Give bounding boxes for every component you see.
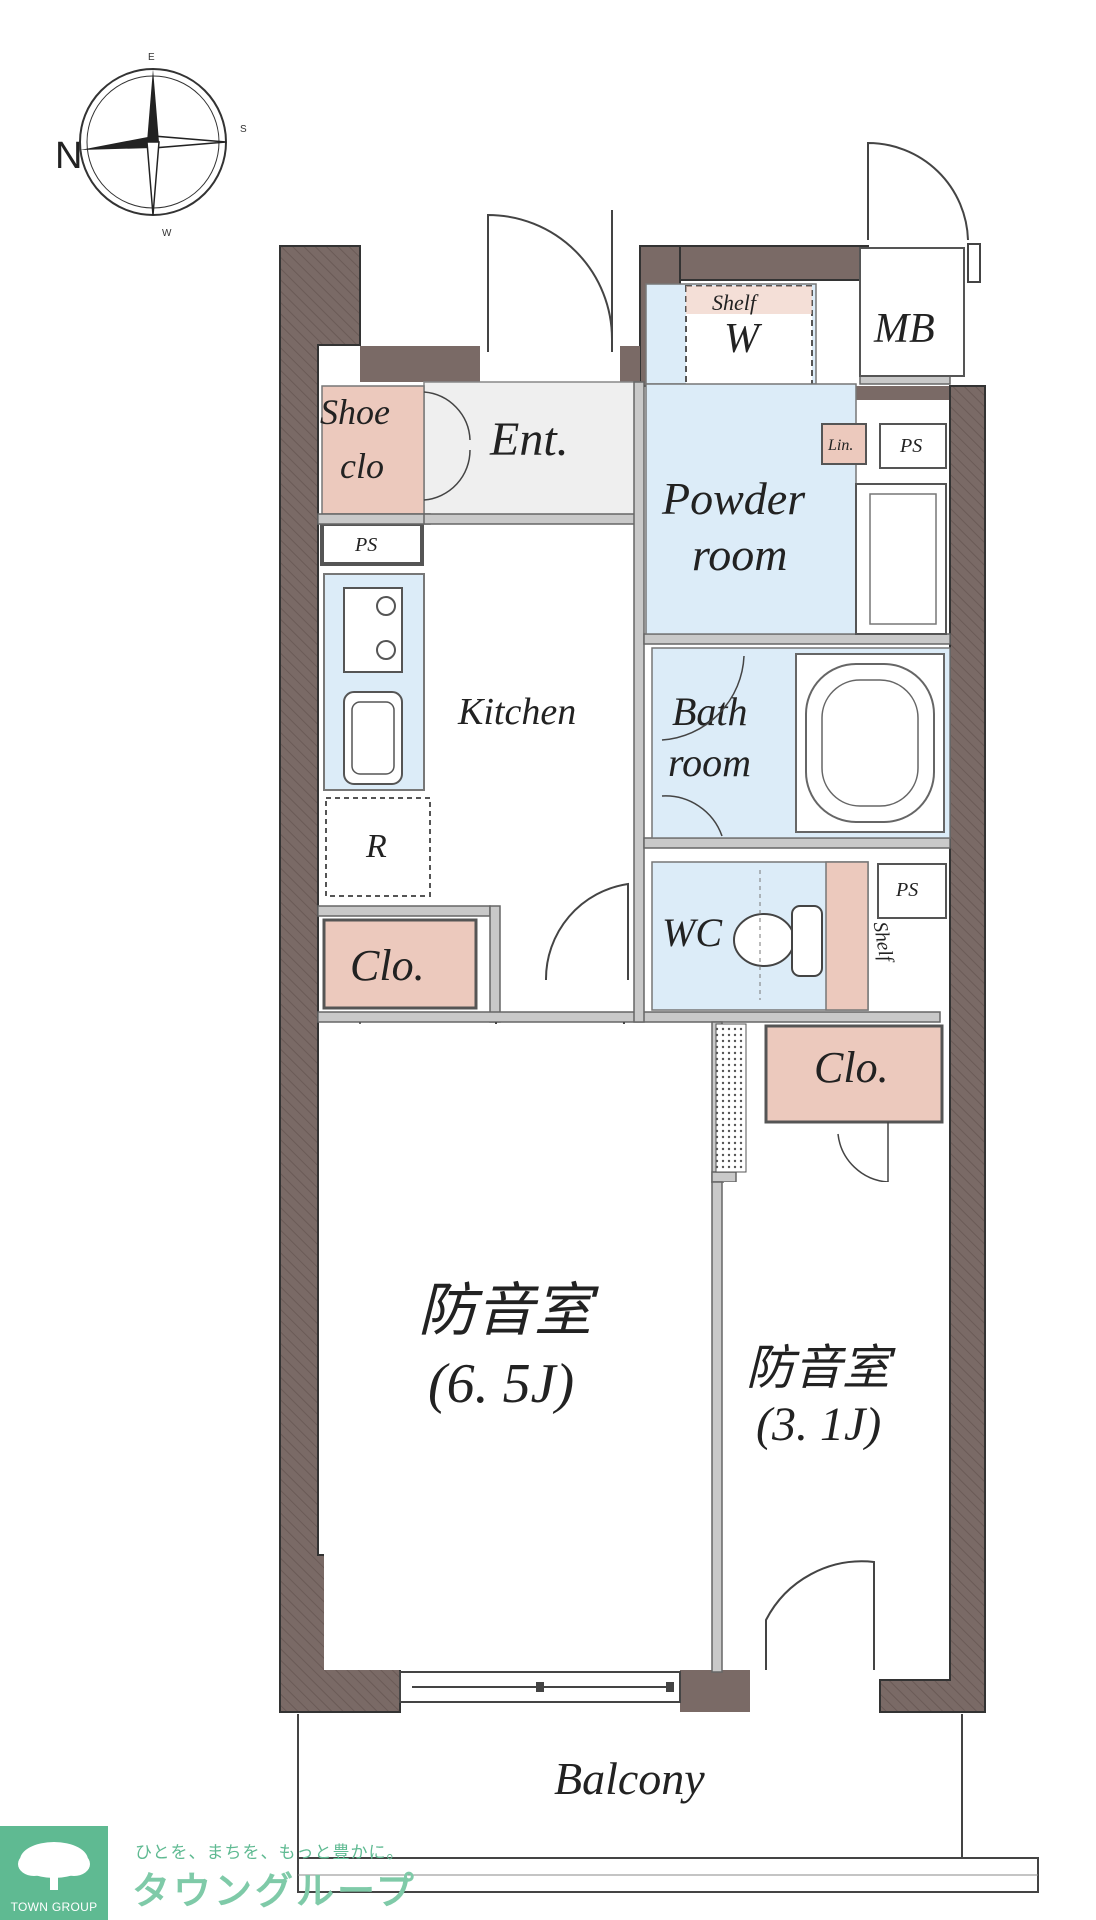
interior-walls bbox=[317, 373, 951, 1673]
closet-left-label: Clo. bbox=[350, 941, 425, 990]
kitchen-label: Kitchen bbox=[457, 691, 576, 733]
brand-tagline: ひとを、まちを、もっと豊かに。 bbox=[135, 1843, 405, 1863]
brand-logo: TOWN GROUP bbox=[0, 1826, 108, 1920]
toilet bbox=[733, 913, 795, 967]
shoe-closet-label-2: clo bbox=[340, 446, 384, 486]
tree-icon bbox=[18, 1842, 90, 1890]
shoe-closet-label-1: Shoe bbox=[320, 392, 390, 432]
bath-door[interactable] bbox=[661, 655, 745, 837]
compass-south-label: S bbox=[240, 124, 247, 135]
balcony-label: Balcony bbox=[554, 1753, 705, 1804]
bath-room-label-1: Bath bbox=[672, 689, 748, 734]
brand-logo-text: TOWN GROUP bbox=[10, 1900, 98, 1914]
wc-label: WC bbox=[662, 910, 723, 955]
compass-east-label: E bbox=[148, 52, 155, 63]
burner-icon bbox=[376, 640, 396, 660]
linen-closet bbox=[821, 423, 867, 465]
washer-label: W bbox=[724, 316, 763, 362]
small-room-door[interactable] bbox=[765, 1560, 875, 1670]
wc-door[interactable] bbox=[544, 882, 629, 981]
soundproof-room-large-size: (6. 5J) bbox=[428, 1353, 574, 1415]
powder-room-label-1: Powder bbox=[661, 473, 806, 524]
powder-room-label-2: room bbox=[692, 529, 787, 580]
entrance-label: Ent. bbox=[489, 413, 569, 466]
shelf-top bbox=[686, 286, 812, 314]
brand-footer: TOWN GROUP ひとを、まちを、もっと豊かに。 タウングループ bbox=[0, 1826, 1096, 1920]
soundproof-room-large-name: 防音室 bbox=[418, 1276, 599, 1344]
pipe-space-left bbox=[320, 522, 424, 566]
linen-label: Lin. bbox=[827, 437, 853, 454]
meter-box-door[interactable] bbox=[867, 141, 969, 241]
pipe-space-left-label: PS bbox=[354, 534, 377, 556]
soundproof-room-small-name: 防音室 bbox=[746, 1340, 896, 1396]
brand-name: タウングループ bbox=[132, 1869, 417, 1913]
burner-icon bbox=[376, 596, 396, 616]
closet-left bbox=[322, 918, 478, 1010]
compass-north-label: N bbox=[55, 135, 82, 177]
vanity bbox=[855, 483, 947, 635]
soundproof-room-small bbox=[724, 1182, 944, 1670]
entrance-area bbox=[423, 381, 641, 517]
bath-room-label-2: room bbox=[668, 740, 751, 785]
wc-shelf bbox=[825, 861, 869, 1011]
entrance-door[interactable] bbox=[487, 213, 613, 352]
pipe-space-top-label: PS bbox=[899, 435, 922, 457]
compass-needle-north bbox=[80, 136, 153, 150]
meter-box-label: MB bbox=[873, 306, 935, 352]
closet-right bbox=[764, 1024, 944, 1124]
meter-box bbox=[859, 247, 965, 377]
stove bbox=[343, 587, 403, 673]
duct-column bbox=[715, 1023, 747, 1173]
closet-right-label: Clo. bbox=[814, 1043, 889, 1092]
fridge-space bbox=[325, 797, 431, 897]
pipe-space-wc-label: PS bbox=[895, 879, 918, 901]
pipe-space-top bbox=[879, 423, 947, 469]
soundproof-room-large bbox=[324, 1024, 710, 1670]
soundproof-room-small-size: (3. 1J) bbox=[756, 1398, 881, 1451]
compass: N S E W bbox=[55, 52, 247, 239]
balcony: Balcony bbox=[297, 1714, 1039, 1893]
fridge-label: R bbox=[365, 828, 387, 865]
shelf-top-label: Shelf bbox=[712, 290, 759, 315]
balcony-window bbox=[399, 1671, 681, 1703]
compass-west-label: W bbox=[162, 228, 172, 239]
pipe-space-wc bbox=[877, 863, 947, 919]
bathtub bbox=[795, 653, 945, 833]
wc-shelf-label: Shelf bbox=[869, 920, 898, 966]
sink bbox=[343, 691, 403, 785]
shoe-closet-doors[interactable] bbox=[423, 391, 471, 501]
